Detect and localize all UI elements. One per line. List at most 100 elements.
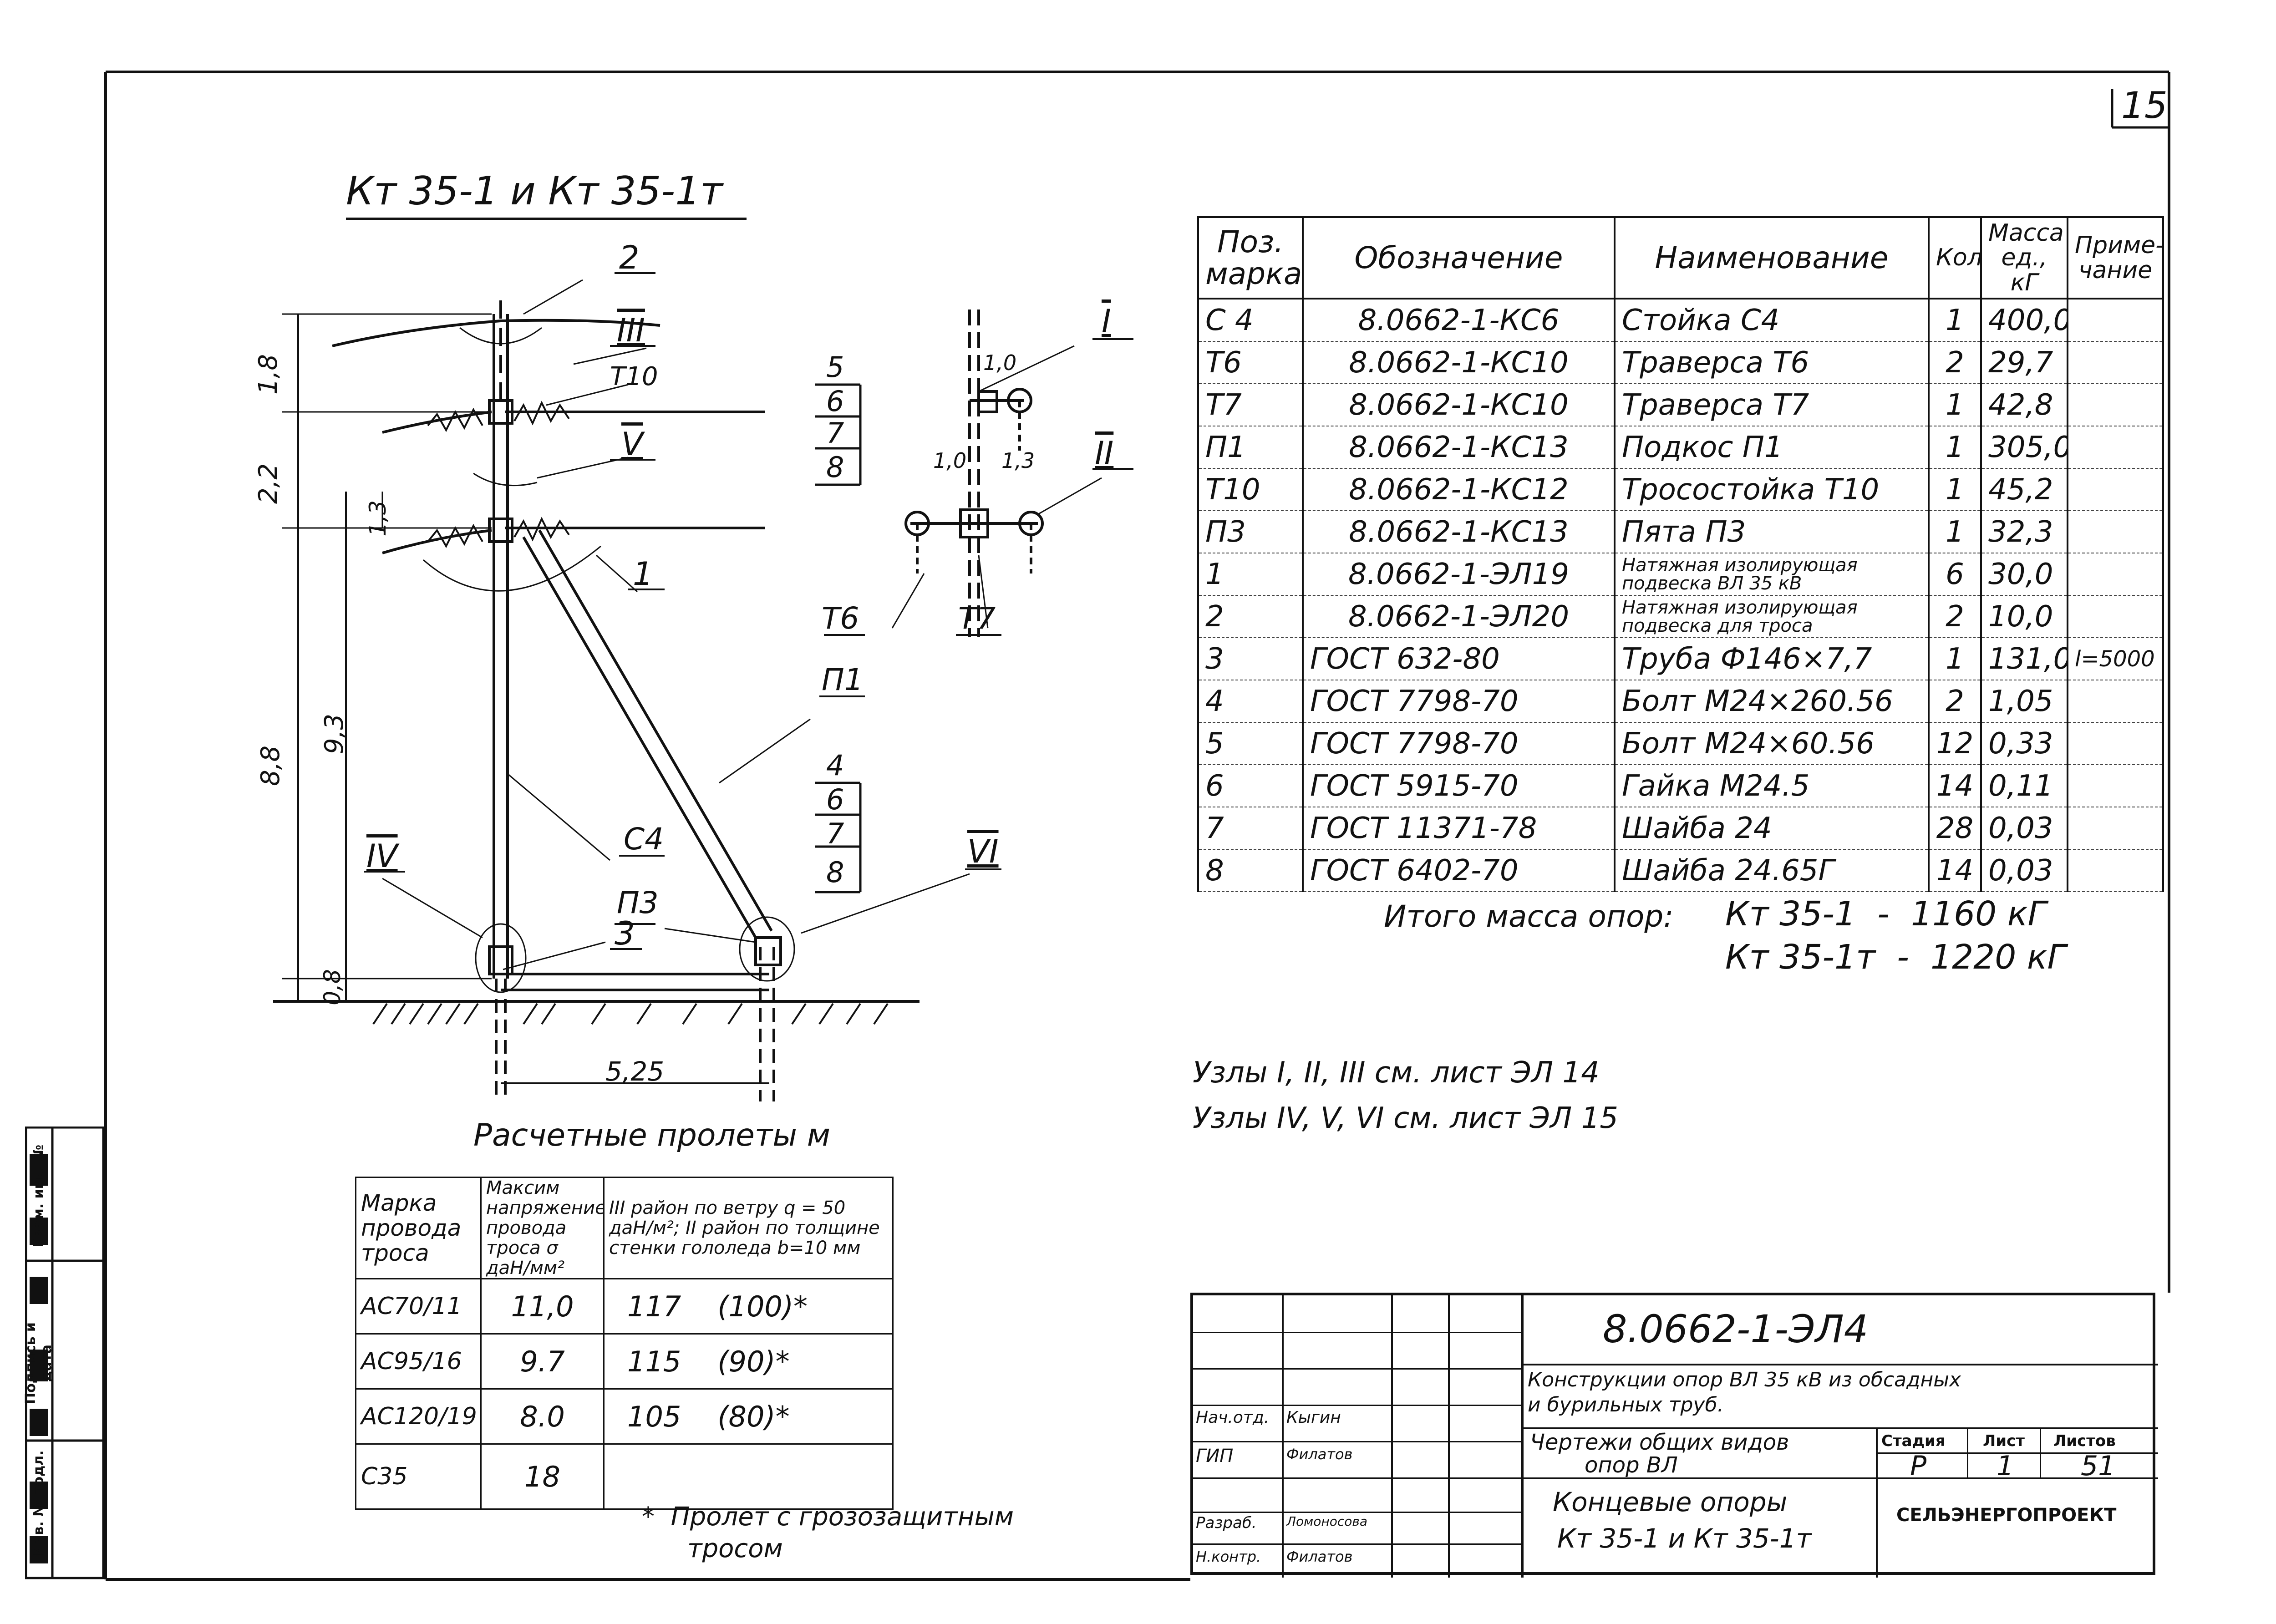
callout-III: III xyxy=(617,312,645,349)
callout-T6: T6 xyxy=(822,601,859,636)
spec-qty: 2 xyxy=(1928,341,1982,384)
spec-name: Болт М24×60.56 xyxy=(1614,722,1930,765)
spec-pos: 7 xyxy=(1197,807,1304,850)
box-bottom-6: 6 xyxy=(826,783,844,816)
spec-header-mass: Масса ед., кГ xyxy=(1980,216,2068,299)
spans-header-row: Марка провода троса Максим напряжение пр… xyxy=(355,1177,894,1279)
title-block: 8.0662-1-ЭЛ4 Конструкции опор ВЛ 35 кВ и… xyxy=(1190,1293,2158,1578)
box-bottom-8: 8 xyxy=(826,856,844,889)
spec-code: ГОСТ 11371-78 xyxy=(1302,807,1616,850)
callout-C4: C4 xyxy=(624,822,664,857)
spans-mark: АС70/11 xyxy=(355,1278,482,1335)
stamp-organization: СЕЛЬЭНЕРГОПРОЕКТ xyxy=(1896,1505,2117,1526)
spec-code: 8.0662-1-КС10 xyxy=(1302,383,1616,426)
spec-mass: 10,0 xyxy=(1980,595,2068,638)
spec-name: Траверса Т6 xyxy=(1614,341,1930,384)
spec-note xyxy=(2067,510,2164,553)
spans-value xyxy=(603,1443,894,1510)
spec-pos: П3 xyxy=(1197,510,1304,553)
spans-stress: 8.0 xyxy=(480,1388,605,1445)
spec-mass: 0,33 xyxy=(1980,722,2068,765)
box-top-7: 7 xyxy=(826,416,844,450)
spec-pos: 6 xyxy=(1197,764,1304,807)
spec-mass: 30,0 xyxy=(1980,553,2068,596)
box-top-6: 6 xyxy=(826,385,844,418)
spec-name: Тросостойка Т10 xyxy=(1614,468,1930,511)
spec-qty: 1 xyxy=(1928,383,1982,426)
stamp-content-1: Концевые опоры xyxy=(1553,1487,1788,1517)
box-top-5: 5 xyxy=(826,350,844,384)
spec-name: Натяжная изолирующая подвеска ВЛ 35 кВ xyxy=(1614,553,1930,596)
spec-name: Подкос П1 xyxy=(1614,426,1930,469)
spec-header-row: Поз. марка Обозначение Наименование Кол.… xyxy=(1197,216,2164,299)
spec-name: Болт М24×260.56 xyxy=(1614,680,1930,723)
spec-note xyxy=(2067,680,2164,723)
spec-qty: 1 xyxy=(1928,637,1982,680)
spans-title: Расчетные пролеты м xyxy=(473,1117,831,1153)
spans-footnote-1: * Пролет с грозозащитным xyxy=(642,1502,1014,1532)
strip-label-inv: Инв. № подл. xyxy=(30,1450,47,1556)
spec-qty: 12 xyxy=(1928,722,1982,765)
spec-pos: 2 xyxy=(1197,595,1304,638)
callout-P3: П3 xyxy=(617,885,659,920)
spans-header-mark: Марка провода троса xyxy=(355,1177,482,1279)
nodes-note-1: Узлы I, II, III см. лист ЭЛ 14 xyxy=(1193,1056,1600,1090)
callout-T7: T7 xyxy=(958,601,996,636)
stamp-name-3: Ломоносова xyxy=(1286,1514,1368,1529)
spec-note xyxy=(2067,595,2164,638)
callout-IV: IV xyxy=(366,837,398,875)
spans-mark: С35 xyxy=(355,1443,482,1510)
spec-mass: 42,8 xyxy=(1980,383,2068,426)
spec-qty: 2 xyxy=(1928,595,1982,638)
tower-drawing xyxy=(273,272,1133,1101)
spans-header-span: III район по ветру q = 50 даН/м²; II рай… xyxy=(603,1177,894,1279)
spec-qty: 1 xyxy=(1928,510,1982,553)
stamp-stage-header: Стадия xyxy=(1881,1432,1946,1450)
spec-code: 8.0662-1-КС13 xyxy=(1302,510,1616,553)
stamp-name-2: Филатов xyxy=(1286,1446,1353,1463)
stamp-doc-code: 8.0662-1-ЭЛ4 xyxy=(1603,1307,1869,1351)
box-bottom-7: 7 xyxy=(826,817,844,850)
spec-mass: 1,05 xyxy=(1980,680,2068,723)
spec-qty: 14 xyxy=(1928,764,1982,807)
spec-header-code: Обозначение xyxy=(1302,216,1616,299)
stamp-stage: Р xyxy=(1910,1450,1927,1482)
spec-name: Труба Ф146×7,7 xyxy=(1614,637,1930,680)
stamp-sheet-header: Лист xyxy=(1983,1432,2025,1450)
spec-mass: 131,0 xyxy=(1980,637,2068,680)
spec-note xyxy=(2067,383,2164,426)
spec-name: Гайка М24.5 xyxy=(1614,764,1930,807)
spec-pos: 3 xyxy=(1197,637,1304,680)
spec-note xyxy=(2067,553,2164,596)
totals-line-1: Кт 35-1 - 1160 кГ xyxy=(1725,894,2047,934)
spans-mark: АС95/16 xyxy=(355,1333,482,1390)
spec-pos: П1 xyxy=(1197,426,1304,469)
spec-qty: 1 xyxy=(1928,298,1982,342)
spec-note xyxy=(2067,764,2164,807)
spans-header-stress: Максим напряжение провода троса σ даН/мм… xyxy=(480,1177,605,1279)
strip-label-sign: Подпись и дата xyxy=(23,1322,55,1404)
stamp-role-1: Нач.отд. xyxy=(1196,1408,1270,1427)
spec-note xyxy=(2067,849,2164,892)
spec-name: Траверса Т7 xyxy=(1614,383,1930,426)
title-underline xyxy=(346,218,747,220)
specification-table: Поз. марка Обозначение Наименование Кол.… xyxy=(1197,216,2164,892)
stamp-name-4: Филатов xyxy=(1286,1548,1353,1565)
dim-1-8: 1,8 xyxy=(254,354,284,395)
spec-name: Шайба 24.65Г xyxy=(1614,849,1930,892)
stamp-sheets: 51 xyxy=(2081,1450,2116,1482)
spans-mark: АС120/19 xyxy=(355,1388,482,1445)
spec-code: 8.0662-1-ЭЛ20 xyxy=(1302,595,1616,638)
spec-pos: Т7 xyxy=(1197,383,1304,426)
stamp-name-1: Кыгин xyxy=(1286,1408,1341,1427)
callout-I: I xyxy=(1102,303,1111,340)
totals-line-2: Кт 35-1т - 1220 кГ xyxy=(1725,938,2066,977)
spec-mass: 0,11 xyxy=(1980,764,2068,807)
